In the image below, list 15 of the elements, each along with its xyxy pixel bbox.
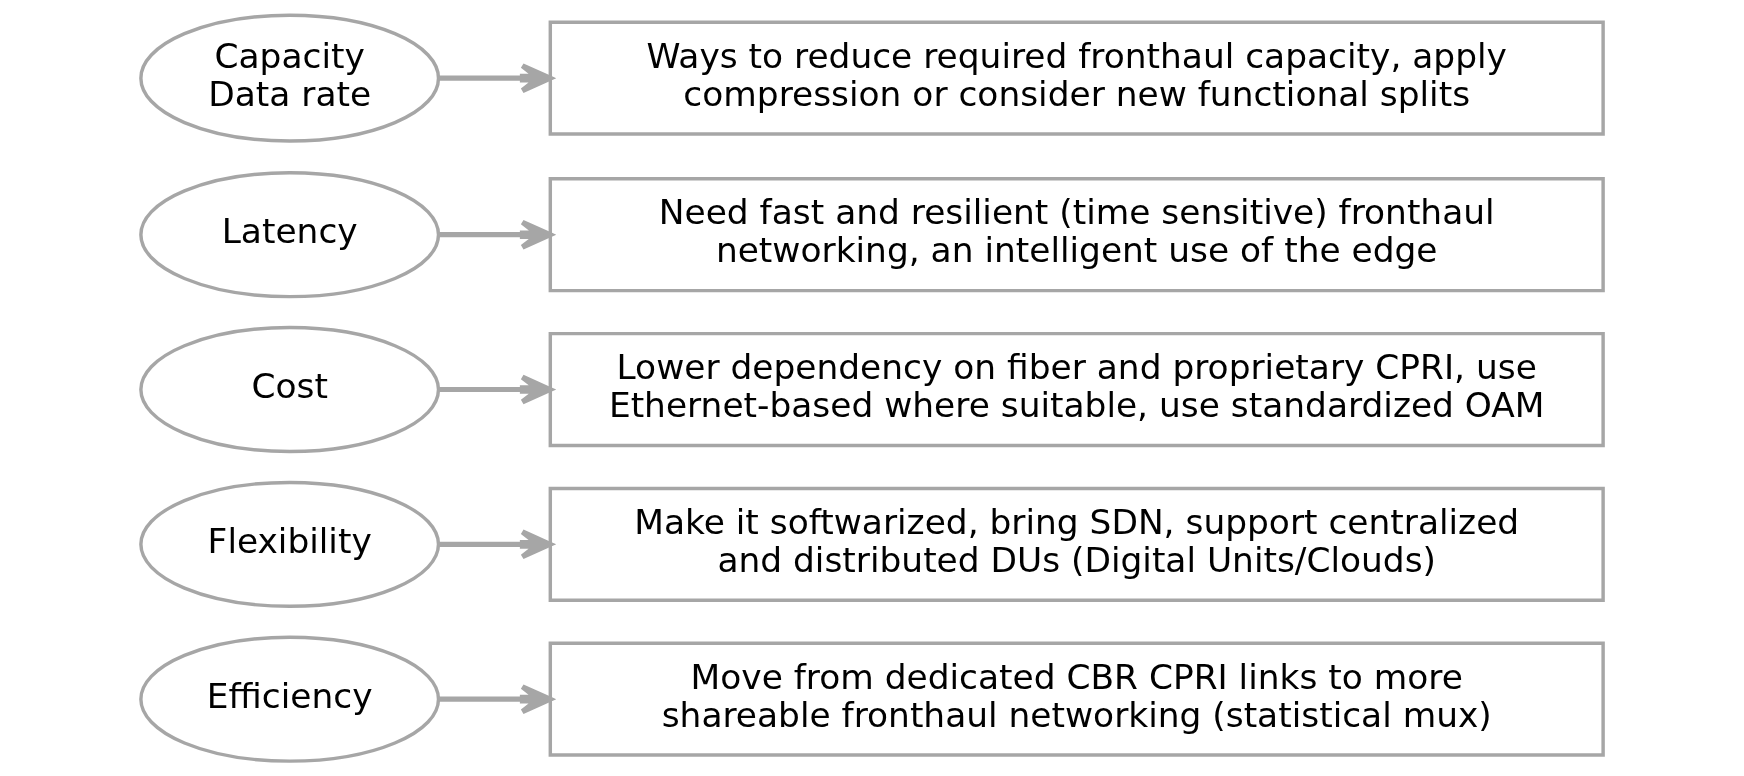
arrow [438,374,553,405]
node-ellipse: Latency [139,171,441,299]
node-box: Need fast and resilient (time sensitive) fronthaul networking, an intelligent use of the edge [548,177,1605,293]
arrow [438,63,553,94]
node-box: Lower dependency on fiber and proprietary CPRI, use Ethernet-based where suitable, use standardized OAM [548,331,1605,448]
node-ellipse: Cost [139,325,441,454]
arrow [438,529,553,560]
arrow [438,219,553,250]
node-box: Ways to reduce required fronthaul capacity, apply compression or consider new functional splits [548,20,1605,136]
arrow [438,684,553,715]
node-ellipse: Efficiency [139,635,441,763]
node-ellipse: Flexibility [139,480,441,608]
node-ellipse: Capacity Data rate [139,13,441,143]
node-box: Make it softwarized, bring SDN, support centralized and distributed DUs (Digital Units/Clouds) [548,486,1605,602]
node-box: Move from dedicated CBR CPRI links to more shareable fronthaul networking (statistical mux) [548,641,1605,757]
